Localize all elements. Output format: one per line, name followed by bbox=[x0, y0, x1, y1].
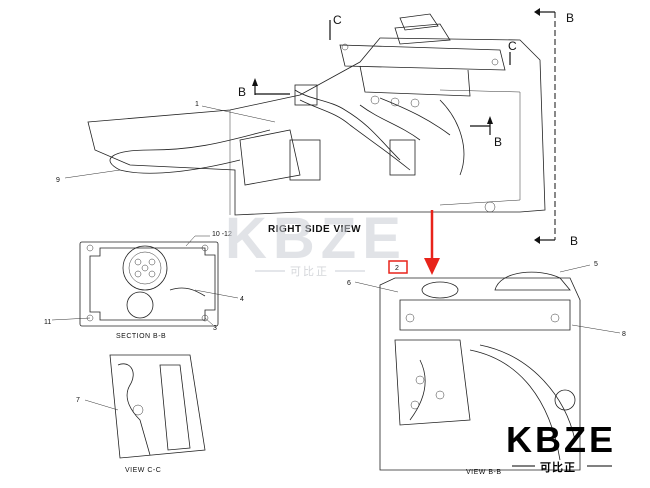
callout-1: 1 bbox=[195, 101, 199, 108]
right-side-view: C C B B B B 1 9 RIGHT SIDE VIEW bbox=[56, 8, 578, 248]
bolt-hole bbox=[484, 201, 496, 213]
section-b-b: 10 -12 4 11 3 SECTION B-B bbox=[44, 231, 244, 340]
logo-text: KBZE bbox=[506, 419, 616, 460]
section-markers bbox=[252, 8, 556, 244]
section-letter-b: B bbox=[566, 11, 574, 25]
callout-3: 3 bbox=[213, 325, 217, 332]
machine-body-outline bbox=[87, 37, 546, 216]
section-letter-c: C bbox=[333, 13, 342, 27]
watermark-logo: KBZE bbox=[225, 206, 407, 271]
view-caption: VIEW C-C bbox=[125, 467, 161, 474]
section-letter-b: B bbox=[570, 234, 578, 248]
highlight-box bbox=[388, 260, 408, 274]
view-b-b: 2 5 6 8 VIEW B-B bbox=[347, 210, 626, 476]
brand-logo: KBZE 可比正 bbox=[506, 419, 616, 474]
callout-4: 4 bbox=[240, 296, 244, 303]
callout-8: 8 bbox=[622, 331, 626, 338]
section-letter-b: B bbox=[494, 135, 502, 149]
plug-connector bbox=[294, 84, 318, 106]
callout-11: 11 bbox=[44, 319, 51, 326]
callout-6: 6 bbox=[347, 280, 351, 287]
watermark-sub: 可比正 bbox=[290, 265, 329, 278]
view-title: RIGHT SIDE VIEW bbox=[268, 224, 361, 235]
section-caption: SECTION B-B bbox=[116, 333, 166, 340]
logo-subtext: 可比正 bbox=[540, 460, 576, 474]
view-c-c: 7 VIEW C-C bbox=[76, 354, 206, 474]
watermark: KBZE 可比正 bbox=[225, 206, 407, 278]
view-caption: VIEW B-B bbox=[466, 469, 502, 476]
section-letter-b: B bbox=[238, 85, 246, 99]
wire-harness bbox=[109, 84, 465, 186]
callout-7: 7 bbox=[76, 397, 80, 404]
callout-10-12: 10 -12 bbox=[212, 231, 232, 238]
connector-assembly bbox=[339, 13, 506, 108]
callout-2: 2 bbox=[395, 265, 399, 272]
callout-9: 9 bbox=[56, 177, 60, 184]
callout-5: 5 bbox=[594, 261, 598, 268]
section-letter-c: C bbox=[508, 39, 517, 53]
dome-cap bbox=[494, 271, 571, 291]
connector-face bbox=[122, 245, 168, 291]
